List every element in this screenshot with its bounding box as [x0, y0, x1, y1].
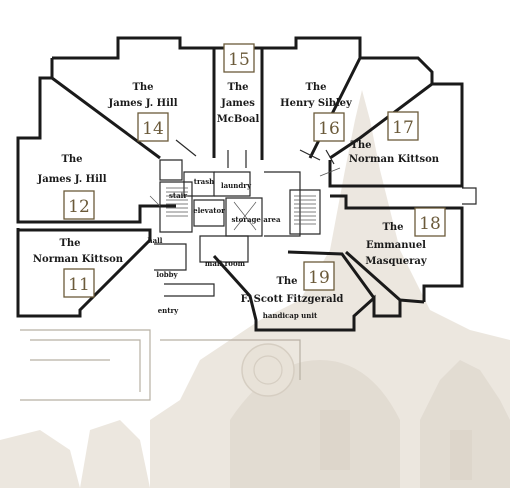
room-label: Norman Kittson: [349, 154, 440, 165]
laundry-label: laundry: [221, 181, 252, 190]
room-number: 11: [68, 275, 90, 295]
room-label: The: [227, 82, 248, 93]
hall-label: hall: [148, 236, 163, 245]
faded-plan-lines: [20, 329, 301, 401]
room-14: The James J. Hill 14: [107, 82, 178, 142]
room-15: 15 The James McBoal: [217, 43, 260, 125]
room-label: F. Scott Fitzgerald: [241, 294, 344, 305]
room-number: 12: [68, 197, 90, 217]
room-label: The: [305, 82, 326, 93]
room-label: The: [382, 222, 403, 233]
lobby-label: lobby: [156, 270, 178, 279]
room-number: 17: [392, 118, 414, 138]
room-label: The: [59, 238, 80, 249]
room-number-box: [303, 261, 335, 291]
interior-lines: [149, 139, 477, 297]
room-number: 15: [228, 50, 250, 70]
room-label: Norman Kittson: [33, 254, 124, 265]
room-label: The: [61, 154, 82, 165]
room-16: The Henry Sibley 16: [280, 82, 353, 142]
room-label: Emmanuel: [366, 240, 426, 251]
room-label: James J. Hill: [36, 174, 106, 185]
room-number: 16: [318, 119, 340, 139]
elevator-label: elevator: [193, 206, 225, 215]
room-label: James: [220, 98, 255, 109]
room-number: 18: [419, 214, 441, 234]
handicap-label: handicap unit: [263, 311, 318, 320]
room-number-box: [63, 268, 95, 298]
stair-label: stair: [169, 191, 187, 200]
area-labels: stair trash laundry elevator storage are…: [148, 177, 318, 320]
room-number-box: [63, 190, 95, 220]
room-number-box: [387, 111, 419, 141]
room-17: 17 The Norman Kittson: [349, 111, 440, 165]
room-12: The James J. Hill 12: [36, 154, 107, 220]
room-label: The: [276, 276, 297, 287]
room-label: The: [132, 82, 153, 93]
room-11: The Norman Kittson 11: [33, 238, 124, 298]
room-number: 14: [142, 119, 164, 139]
trash-label: trash: [194, 177, 215, 186]
mail-room-label: mail room: [205, 259, 246, 268]
room-label: McBoal: [217, 114, 260, 125]
room-19: The 19 F. Scott Fitzgerald: [241, 261, 344, 305]
room-label: Henry Sibley: [280, 98, 353, 109]
room-number-box: [223, 43, 255, 73]
room-label: Masqueray: [365, 256, 428, 267]
room-number-box: [137, 112, 169, 142]
room-18: The 18 Emmanuel Masqueray: [365, 207, 446, 267]
room-number-box: [313, 112, 345, 142]
building-walls: [16, 36, 464, 332]
storage-label: storage area: [231, 215, 281, 224]
room-number-box: [414, 207, 446, 237]
room-number: 19: [308, 268, 330, 288]
entry-label: entry: [158, 306, 179, 315]
room-label: James J. Hill: [107, 98, 177, 109]
room-label: The: [350, 140, 371, 151]
